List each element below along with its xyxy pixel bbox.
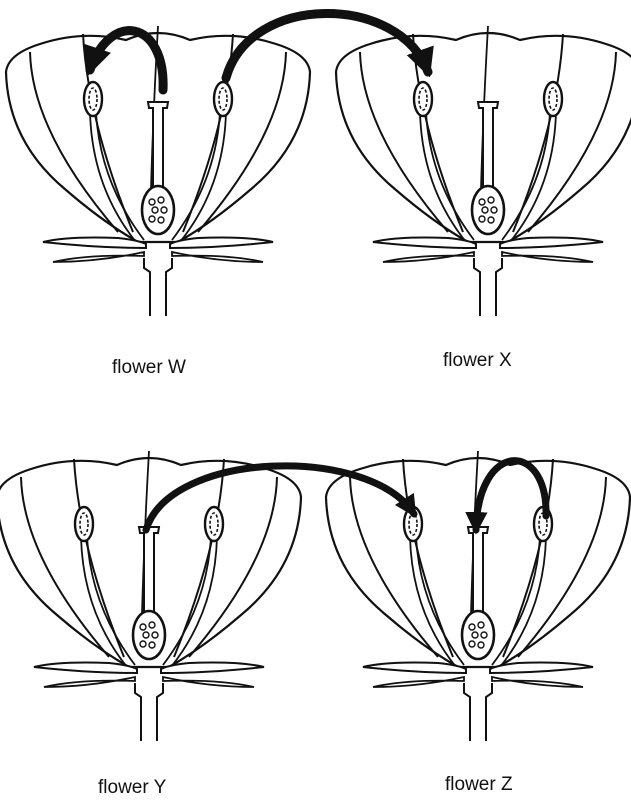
flower-z-label: flower Z — [445, 774, 513, 796]
flower-y-label: flower Y — [98, 777, 166, 799]
flower-x-drawing — [336, 26, 631, 316]
flower-y-drawing — [0, 451, 301, 741]
flower-x-label: flower X — [443, 350, 512, 372]
flower-w-label: flower W — [112, 357, 186, 379]
